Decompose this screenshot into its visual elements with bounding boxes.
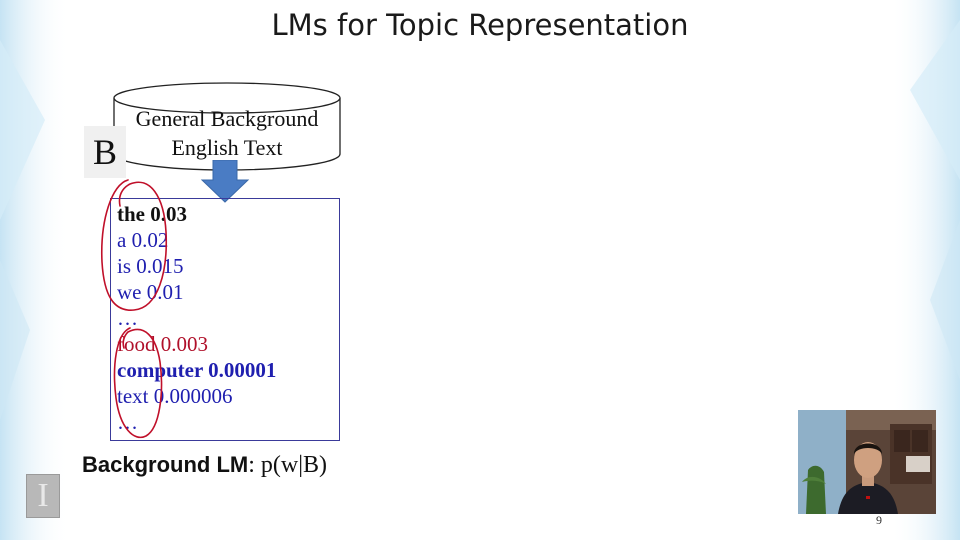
down-arrow-icon — [200, 160, 250, 203]
source-line-1: General Background — [135, 106, 319, 131]
slide-title: LMs for Topic Representation — [271, 8, 689, 42]
database-cylinder-icon — [113, 82, 341, 171]
word-row: we 0.01 — [117, 280, 184, 304]
source-label: General Background English Text — [112, 104, 342, 162]
page-number: 9 — [876, 513, 882, 527]
left-decoration — [0, 0, 70, 540]
caption-formula: : p(w|B) — [248, 452, 328, 478]
word-row: computer 0.00001 — [117, 358, 277, 382]
logo-glyph: I — [37, 477, 49, 514]
word-row: text 0.000006 — [117, 384, 233, 408]
source-line-2: English Text — [171, 135, 283, 160]
word-distribution-box — [110, 198, 340, 441]
word-row: the 0.03 — [117, 202, 187, 226]
university-logo: I — [26, 474, 60, 518]
word-row: food 0.003 — [117, 332, 208, 356]
source-symbol: B — [84, 126, 126, 178]
word-probability-list: the 0.03 a 0.02 is 0.015 we 0.01 … food … — [117, 201, 276, 435]
word-row: … — [117, 410, 138, 434]
word-row: is 0.015 — [117, 254, 184, 278]
word-row: … — [117, 306, 138, 330]
word-row: a 0.02 — [117, 228, 169, 252]
presenter-video — [798, 410, 936, 514]
caption-label: Background LM — [82, 452, 249, 477]
caption: Background LM: p(w|B) — [82, 452, 327, 479]
